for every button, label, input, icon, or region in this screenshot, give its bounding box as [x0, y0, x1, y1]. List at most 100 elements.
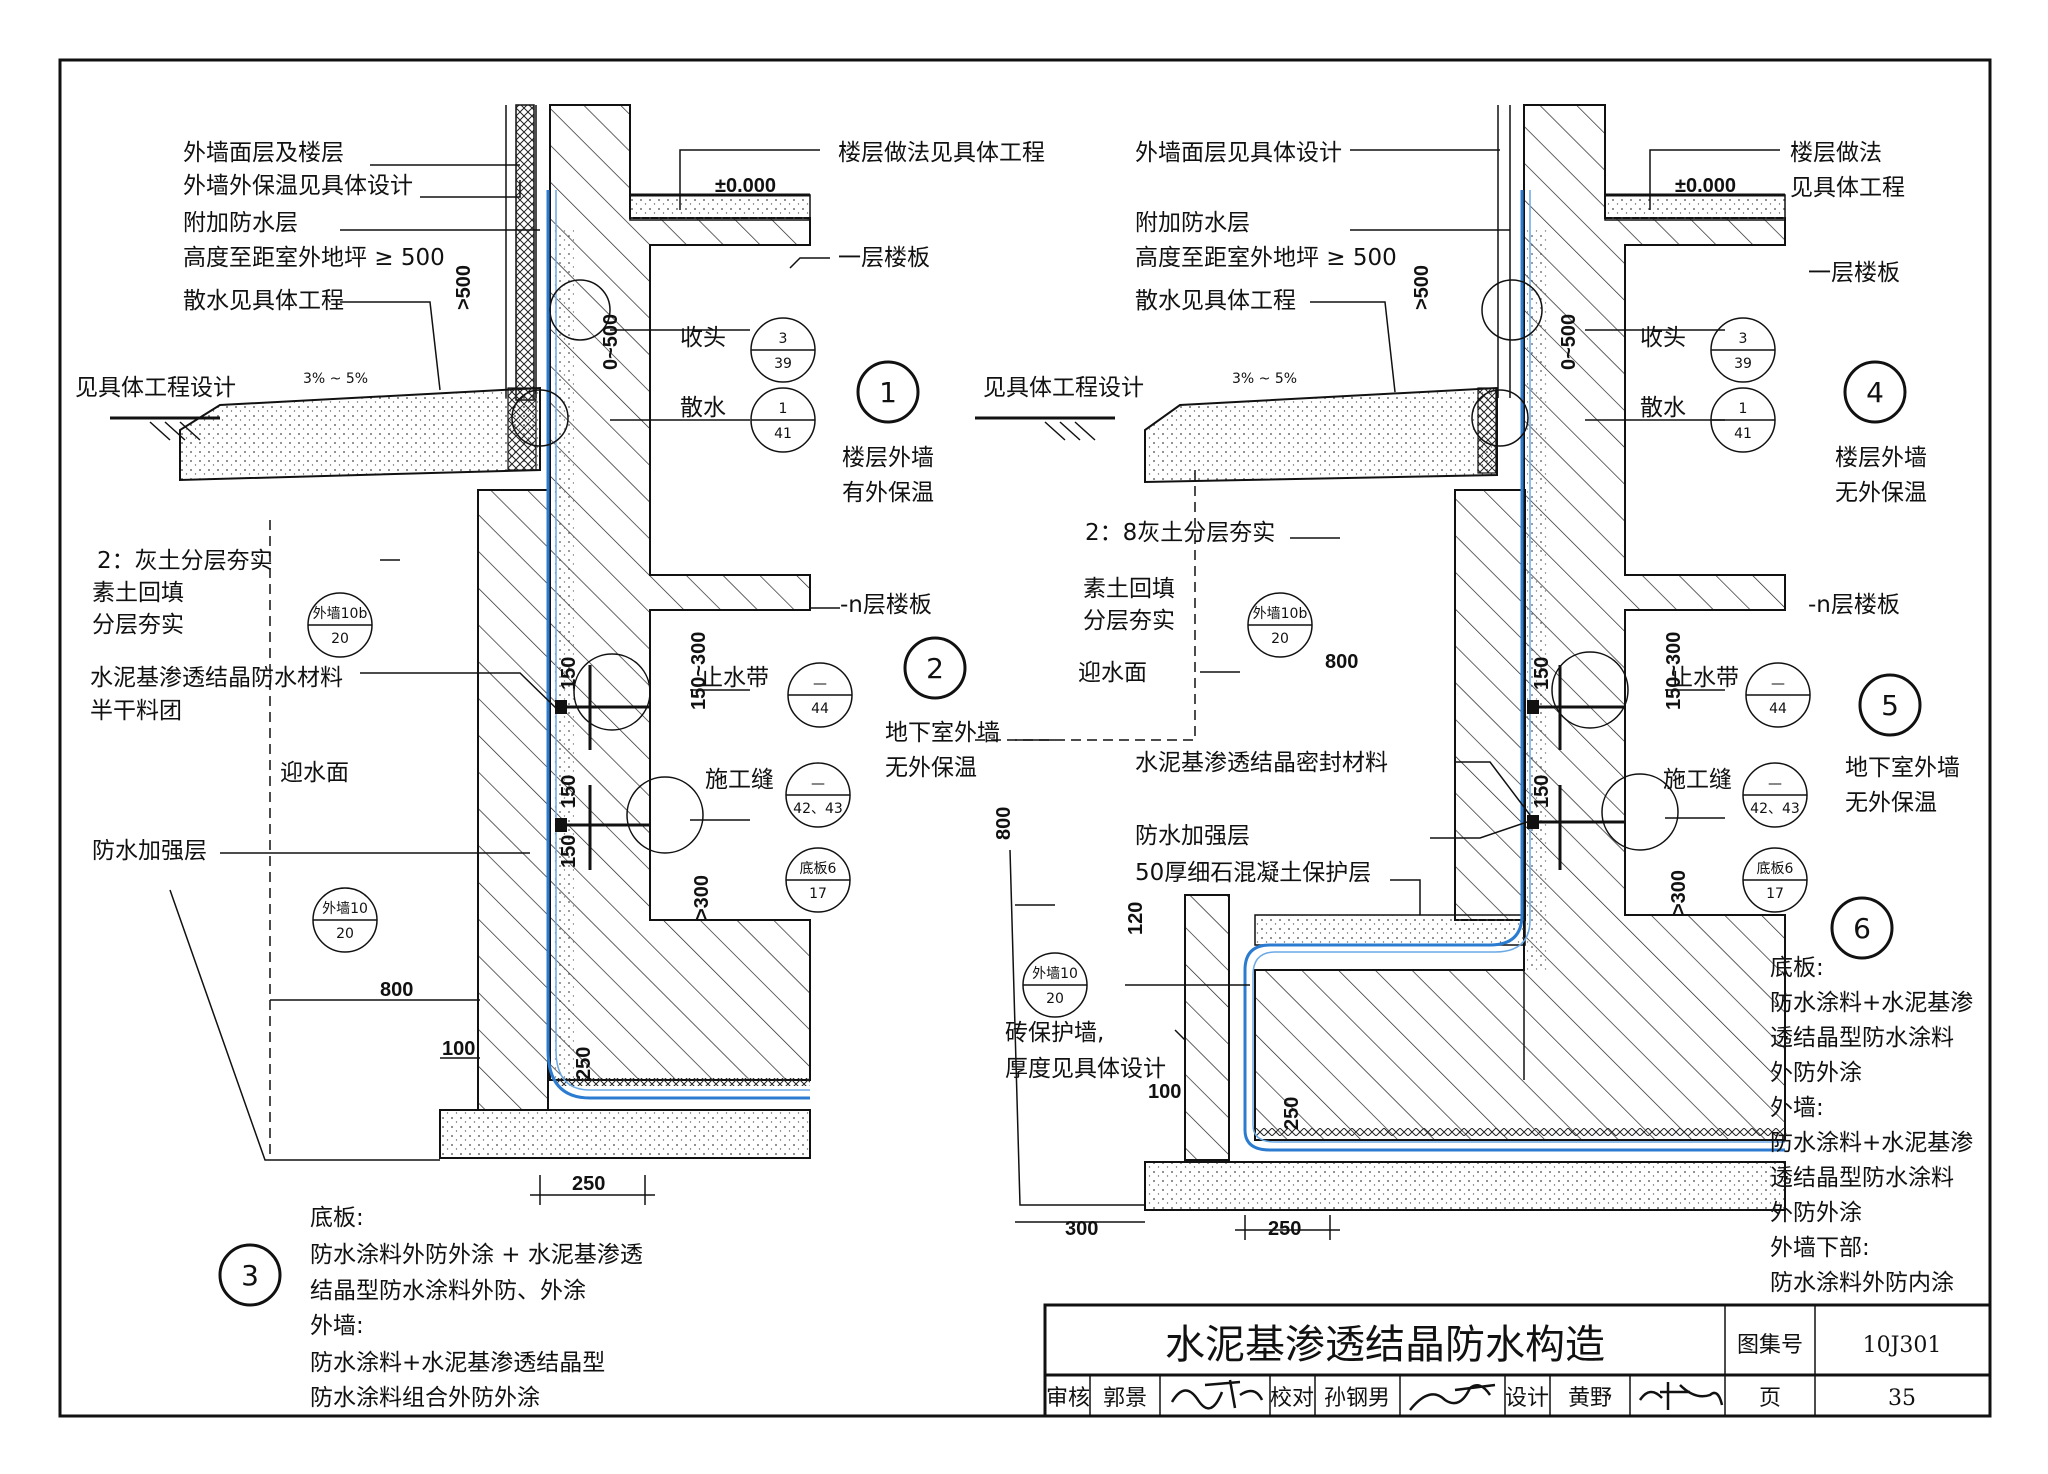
- label-soil2-right: 素土回填: [1083, 576, 1175, 602]
- dim-150-b: 150: [558, 775, 580, 808]
- label-shigong: 施工缝: [705, 767, 774, 793]
- label-sanshui: 散水: [680, 395, 726, 421]
- dim-800a-right: 800: [1325, 651, 1358, 673]
- basement-wall-left: [477, 489, 549, 1111]
- reviewer-signature: [1170, 1379, 1264, 1410]
- reviewer-name: 郭景: [1103, 1386, 1147, 1411]
- detail-number-3: 3: [218, 1243, 282, 1307]
- ref-bubble-zhishui: — 44: [787, 662, 853, 728]
- ref-bubble-zhishui-right: — 44: [1745, 662, 1811, 728]
- check-label: 校对: [1270, 1386, 1314, 1411]
- dim-300-right: >300: [1668, 870, 1690, 915]
- dim-800b-right: 800: [993, 807, 1015, 840]
- svg-text:防水涂料组合外防外涂: 防水涂料组合外防外涂: [310, 1385, 540, 1411]
- label-floor1-right: 楼层做法: [1790, 140, 1882, 166]
- ref-bubble-wall10-right: 外墙10 20: [1022, 952, 1088, 1018]
- label-grade-right: 见具体工程设计: [983, 375, 1144, 401]
- svg-text:41: 41: [774, 426, 792, 442]
- review-label: 审核: [1046, 1386, 1090, 1411]
- svg-text:底板:: 底板:: [1770, 955, 1824, 981]
- svg-text:39: 39: [1734, 356, 1752, 372]
- svg-text:外防外涂: 外防外涂: [1770, 1060, 1862, 1086]
- base-slab-right: [1144, 1161, 1786, 1211]
- ref-bubble-diban-right: 底板6 17: [1742, 847, 1808, 913]
- svg-text:1: 1: [1739, 401, 1748, 417]
- svg-text:防水涂料+水泥基渗: 防水涂料+水泥基渗: [1770, 1130, 1973, 1156]
- label-height: 高度至距室外地坪 ≥ 500: [183, 245, 445, 271]
- design-label: 设计: [1505, 1386, 1549, 1411]
- label-soil2: 素土回填: [92, 580, 184, 606]
- svg-text:防水涂料外防外涂 + 水泥基渗透: 防水涂料外防外涂 + 水泥基渗透: [310, 1242, 643, 1268]
- upper-concrete: [549, 104, 811, 1081]
- svg-text:底板6: 底板6: [1757, 861, 1794, 877]
- dim-150-a: 150: [558, 657, 580, 690]
- dim-120-right: 120: [1125, 902, 1147, 935]
- designer-name: 黄野: [1568, 1386, 1612, 1411]
- svg-text:外墙:: 外墙:: [310, 1313, 364, 1339]
- label-slope: 3% ~ 5%: [303, 371, 368, 387]
- label-sanshui-right: 散水: [1640, 395, 1686, 421]
- title-block: 水泥基渗透结晶防水构造 图集号 10J301 审核 郭景 校对 孙钢男 设计 黄…: [1043, 1303, 1992, 1418]
- page-number: 35: [1888, 1386, 1916, 1411]
- checker-signature: [1409, 1383, 1496, 1411]
- label-soil1: 2：灰土分层夯实: [97, 548, 273, 574]
- ref-bubble-wall100: 外墙10b 20: [307, 592, 373, 658]
- svg-text:防水涂料+水泥基渗透结晶型: 防水涂料+水泥基渗透结晶型: [310, 1350, 605, 1376]
- dim-300-h-right: 300: [1065, 1218, 1098, 1240]
- ref-bubble-shigong: — 42、43: [785, 762, 851, 828]
- label-grade: 见具体工程设计: [75, 375, 236, 401]
- svg-text:44: 44: [1769, 701, 1787, 717]
- svg-text:6: 6: [1853, 912, 1871, 945]
- label-water-face: 迎水面: [280, 760, 349, 786]
- label-apron: 散水见具体工程: [183, 288, 344, 314]
- svg-text:44: 44: [811, 701, 829, 717]
- svg-text:底板:: 底板:: [310, 1205, 364, 1231]
- checker-name: 孙钢男: [1324, 1386, 1390, 1411]
- label-elevation-right: ±0.000: [1675, 175, 1736, 197]
- label-slabn-right: -n层楼板: [1808, 592, 1900, 618]
- ref-bubble-sanshui: 1 41: [750, 387, 816, 453]
- ref-bubble-diban: 底板6 17: [785, 847, 851, 913]
- label-material2: 半干料团: [90, 698, 182, 724]
- dim-250-v-right: 250: [1281, 1097, 1303, 1130]
- dim-150-c: 150: [558, 835, 580, 868]
- label-floor-note: 楼层做法见具体工程: [838, 140, 1045, 166]
- label-shigong-right: 施工缝: [1663, 767, 1732, 793]
- svg-text:1: 1: [779, 401, 788, 417]
- detail-number-2: 2 地下室外墙 无外保温: [885, 636, 1000, 781]
- svg-text:无外保温: 无外保温: [1845, 790, 1937, 816]
- label-soil3: 分层夯实: [92, 612, 184, 638]
- detail-number-6: 6: [1830, 896, 1894, 960]
- page-label: 页: [1759, 1386, 1781, 1411]
- svg-text:39: 39: [774, 356, 792, 372]
- svg-text:防水涂料外防内涂: 防水涂料外防内涂: [1770, 1270, 1954, 1296]
- label-apron-right: 散水见具体工程: [1135, 288, 1296, 314]
- label-facade: 外墙面层及楼层: [183, 140, 344, 166]
- label-protect-right: 50厚细石混凝土保护层: [1135, 860, 1371, 886]
- basement-wall-right: [1454, 489, 1526, 921]
- svg-text:41: 41: [1734, 426, 1752, 442]
- svg-text:42、43: 42、43: [793, 801, 843, 817]
- label-brick2-right: 厚度见具体设计: [1005, 1056, 1166, 1082]
- svg-text:20: 20: [1271, 631, 1289, 647]
- label-zhishui-right: 止水带: [1670, 665, 1739, 691]
- label-facade-right: 外墙面层见具体设计: [1135, 140, 1342, 166]
- label-insulation: 外墙外保温见具体设计: [183, 173, 413, 199]
- label-soil3-right: 分层夯实: [1083, 608, 1175, 634]
- dim-250-h-right: 250: [1268, 1218, 1301, 1240]
- label-material1: 水泥基渗透结晶防水材料: [90, 665, 343, 691]
- label-shoutou: 收头: [680, 325, 726, 351]
- atlas-label: 图集号: [1737, 1333, 1803, 1358]
- label-reinforce-right: 防水加强层: [1135, 823, 1250, 849]
- svg-text:3: 3: [241, 1259, 259, 1292]
- svg-text:—: —: [811, 776, 825, 792]
- ref-bubble-shoutou-right: 3 39: [1710, 317, 1776, 383]
- dim-250-h: 250: [572, 1173, 605, 1195]
- svg-text:外墙10: 外墙10: [1032, 966, 1078, 982]
- label-slab1-right: 一层楼板: [1808, 260, 1900, 286]
- label-soil1-right: 2：8灰土分层夯实: [1085, 520, 1275, 546]
- svg-text:3: 3: [779, 331, 788, 347]
- svg-text:透结晶型防水涂料: 透结晶型防水涂料: [1770, 1165, 1954, 1191]
- label-seal-right: 水泥基渗透结晶密封材料: [1135, 750, 1388, 776]
- label-reinforce: 防水加强层: [92, 838, 207, 864]
